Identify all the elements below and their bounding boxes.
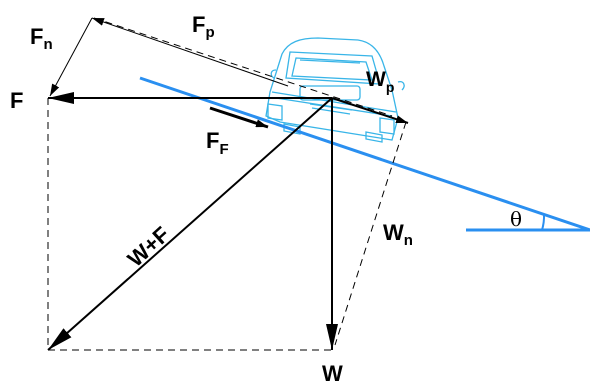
label-fp: Fp xyxy=(192,12,215,41)
fp-vector xyxy=(91,17,289,87)
label-f: F xyxy=(10,88,23,113)
label-theta: θ xyxy=(510,207,522,231)
wp-vector xyxy=(331,97,409,124)
label-wp: Wp xyxy=(366,68,394,95)
label-wp-main: W xyxy=(366,68,386,91)
label-w: W xyxy=(322,361,343,385)
label-fn-sub: n xyxy=(43,36,52,53)
label-ff-main: F xyxy=(206,128,219,153)
dashed-wn-line xyxy=(334,121,407,346)
label-fn-main: F xyxy=(30,24,43,49)
label-wf: W+F xyxy=(123,222,175,272)
label-fn: Fn xyxy=(30,24,53,53)
slope-line xyxy=(139,76,590,232)
label-fp-main: F xyxy=(192,12,205,37)
ff-vector xyxy=(209,106,269,129)
fn-vector xyxy=(49,17,93,97)
label-ff-sub: F xyxy=(219,141,228,158)
label-wn: Wn xyxy=(383,220,413,249)
wf-vector xyxy=(47,97,333,351)
label-fp-sub: p xyxy=(205,24,214,41)
angle-arc xyxy=(541,213,546,231)
label-wp-sub: p xyxy=(386,79,395,95)
label-ff: FF xyxy=(206,128,229,158)
label-wn-sub: n xyxy=(404,232,413,249)
label-wn-main: W xyxy=(383,220,404,245)
dashed-fp-line xyxy=(93,17,393,117)
